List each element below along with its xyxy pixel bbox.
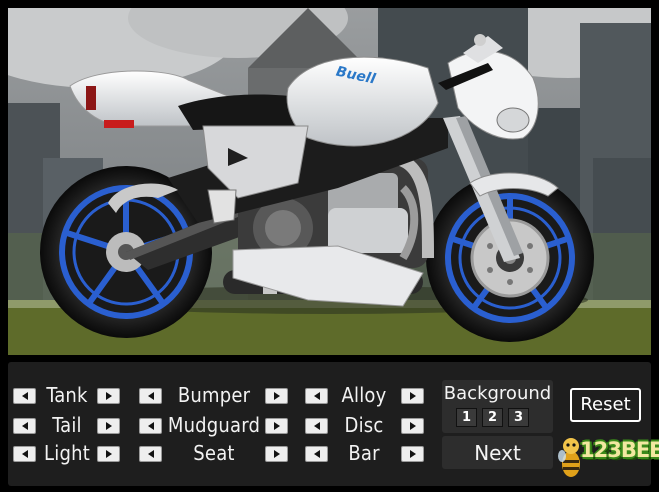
arrow-right-icon — [105, 422, 112, 430]
tank-next-button[interactable] — [97, 388, 120, 404]
arrow-right-icon — [409, 422, 416, 430]
arrow-right-icon — [273, 422, 280, 430]
arrow-right-icon — [273, 392, 280, 400]
handlebar — [438, 63, 493, 90]
arrow-left-icon — [147, 422, 154, 430]
arrow-right-icon — [105, 392, 112, 400]
tail-next-button[interactable] — [97, 418, 120, 434]
background-option-1[interactable]: 1 — [456, 408, 477, 427]
background-option-2[interactable]: 2 — [482, 408, 503, 427]
light-label[interactable]: Light — [44, 441, 90, 465]
light-next-button[interactable] — [97, 446, 120, 462]
reset-button[interactable]: Reset — [570, 388, 641, 422]
tail-label[interactable]: Tail — [52, 413, 82, 437]
arrow-right-icon — [409, 450, 416, 458]
arrow-left-icon — [21, 392, 28, 400]
bee-mascot-icon — [558, 438, 580, 477]
disc-label[interactable]: Disc — [344, 413, 384, 437]
seat-label[interactable]: Seat — [193, 441, 235, 465]
next-button-label: Next — [474, 441, 521, 465]
bike-preview-scene: Buell — [8, 8, 651, 355]
next-button[interactable]: Next — [442, 436, 553, 469]
belly-pan — [232, 245, 424, 307]
alloy-label[interactable]: Alloy — [341, 383, 387, 407]
arrow-left-icon — [147, 450, 154, 458]
light-prev-button[interactable] — [13, 446, 36, 462]
arrow-right-icon — [409, 392, 416, 400]
seat-next-button[interactable] — [265, 446, 288, 462]
mudguard-label[interactable]: Mudguard — [167, 413, 261, 437]
logo-text: 123BEE — [580, 438, 659, 462]
front-mudguard — [469, 172, 559, 197]
bumper-next-button[interactable] — [265, 388, 288, 404]
arrow-left-icon — [313, 450, 320, 458]
background-option-3[interactable]: 3 — [508, 408, 529, 427]
seat-prev-button[interactable] — [139, 446, 162, 462]
tail-prev-button[interactable] — [13, 418, 36, 434]
arrow-right-icon — [273, 450, 280, 458]
mudguard-next-button[interactable] — [265, 418, 288, 434]
arrow-right-icon — [105, 450, 112, 458]
alloy-prev-button[interactable] — [305, 388, 328, 404]
tank-label[interactable]: Tank — [46, 383, 88, 407]
bumper-prev-button[interactable] — [139, 388, 162, 404]
arrow-left-icon — [313, 422, 320, 430]
arrow-left-icon — [21, 450, 28, 458]
bumper-label[interactable]: Bumper — [177, 383, 251, 407]
mudguard-prev-button[interactable] — [139, 418, 162, 434]
brand-logo[interactable]: 123BEE — [556, 432, 659, 480]
background-title: Background — [443, 383, 552, 404]
disc-prev-button[interactable] — [305, 418, 328, 434]
bar-next-button[interactable] — [401, 446, 424, 462]
disc-next-button[interactable] — [401, 418, 424, 434]
bar-prev-button[interactable] — [305, 446, 328, 462]
rear-mudguard — [108, 183, 178, 213]
arrow-left-icon — [313, 392, 320, 400]
tank-prev-button[interactable] — [13, 388, 36, 404]
motorcycle-illustration: Buell — [8, 8, 651, 355]
side-panel — [202, 125, 309, 199]
bar-label[interactable]: Bar — [348, 441, 380, 465]
arrow-left-icon — [21, 422, 28, 430]
arrow-left-icon — [147, 392, 154, 400]
alloy-next-button[interactable] — [401, 388, 424, 404]
background-selector: Background 1 2 3 — [442, 380, 553, 433]
